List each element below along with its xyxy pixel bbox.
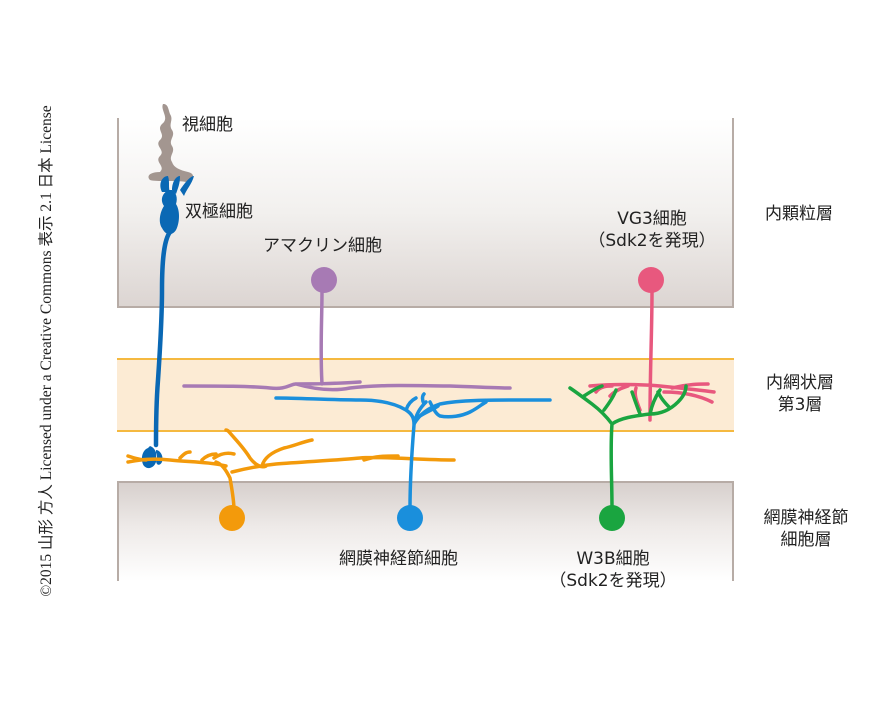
ganglion-cell-layer-label: 網膜神経節 細胞層 <box>764 507 849 551</box>
w3b-soma <box>599 505 625 531</box>
amacrine-soma <box>311 267 337 293</box>
orange-ganglion-cell <box>126 428 456 531</box>
inner-nuclear-layer <box>117 118 734 308</box>
orange-soma <box>219 505 245 531</box>
vg3-cell <box>588 267 716 422</box>
bipolar-label: 双極細胞 <box>185 202 253 222</box>
ipl-label-line1: 内網状層 <box>766 373 834 393</box>
amacrine-cell <box>182 267 512 392</box>
photoreceptor-label: 視細胞 <box>182 115 233 135</box>
amacrine-process <box>182 288 512 392</box>
bipolar-cell <box>141 176 194 469</box>
photoreceptor-body <box>148 104 194 182</box>
inner-plexiform-layer-label: 内網状層 第3層 <box>766 372 834 416</box>
retinal-ganglion-cell <box>274 392 552 531</box>
w3b-label-name: W3B細胞 <box>576 549 650 569</box>
rgc-soma <box>397 505 423 531</box>
rgc-label: 網膜神経節細胞 <box>339 549 458 569</box>
vg3-label-note: （Sdk2を発現） <box>588 231 716 251</box>
ganglion-cell-layer <box>117 481 734 581</box>
gcl-label-line2: 細胞層 <box>780 530 832 550</box>
w3b-dendrites <box>568 384 688 510</box>
inner-nuclear-layer-label: 内顆粒層 <box>765 204 833 224</box>
vg3-label-name: VG3細胞 <box>617 209 687 229</box>
ipl-label-line2: 第3層 <box>777 395 823 415</box>
gcl-label-line1: 網膜神経節 <box>763 508 849 528</box>
w3b-label: W3B細胞 （Sdk2を発現） <box>549 548 676 592</box>
vg3-label: VG3細胞 （Sdk2を発現） <box>588 208 715 252</box>
vg3-process <box>588 290 716 422</box>
w3b-label-note: （Sdk2を発現） <box>549 571 677 591</box>
amacrine-label: アマクリン細胞 <box>263 236 382 256</box>
orange-dendrites <box>126 428 456 512</box>
rgc-dendrites <box>274 392 552 510</box>
photoreceptor-cell <box>148 104 194 182</box>
bipolar-terminal <box>141 446 163 469</box>
bipolar-soma <box>159 190 179 235</box>
w3b-cell <box>568 384 688 531</box>
bipolar-axon <box>153 229 173 448</box>
vg3-soma <box>638 267 664 293</box>
